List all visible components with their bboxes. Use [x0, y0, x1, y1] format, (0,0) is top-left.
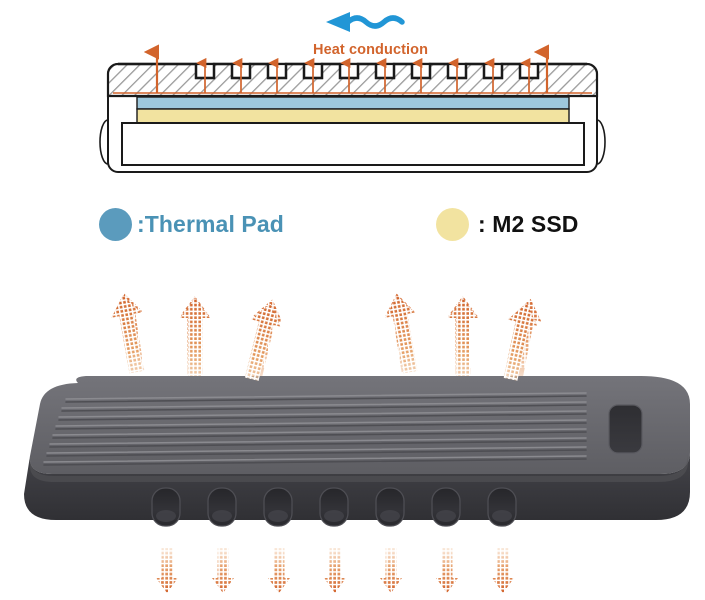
left-endcap: [99, 119, 109, 165]
right-endcap: [596, 119, 606, 165]
m2-ssd-label: : M2 SSD: [478, 211, 579, 237]
m2-ssd-swatch: [436, 208, 469, 241]
halftone-overlay-down: [140, 544, 540, 600]
vent: [263, 487, 293, 527]
vent: [151, 487, 181, 527]
vent: [431, 487, 461, 527]
heat-arrow-short: [196, 57, 531, 93]
thermal-pad-swatch: [99, 208, 132, 241]
legend-item-thermal-pad: :Thermal Pad: [99, 208, 284, 241]
airflow-wavy-arrow-icon: [326, 12, 405, 32]
heat-arrow-tall: [143, 44, 550, 93]
heat-conduction-label: Heat conduction: [313, 42, 429, 58]
top-ridges: [43, 392, 587, 466]
led-window-icon: [608, 404, 643, 454]
vent: [375, 487, 405, 527]
vent: [487, 487, 517, 527]
vent: [207, 487, 237, 527]
thermal-pad-label: :Thermal Pad: [137, 211, 284, 237]
legend-item-m2-ssd: : M2 SSD: [436, 208, 578, 241]
m2-ssd-enclosure: [24, 376, 691, 527]
vent-row: [151, 487, 517, 527]
vent: [319, 487, 349, 527]
enclosure-cavity: [121, 122, 585, 166]
halftone-overlay-up: [100, 288, 570, 368]
